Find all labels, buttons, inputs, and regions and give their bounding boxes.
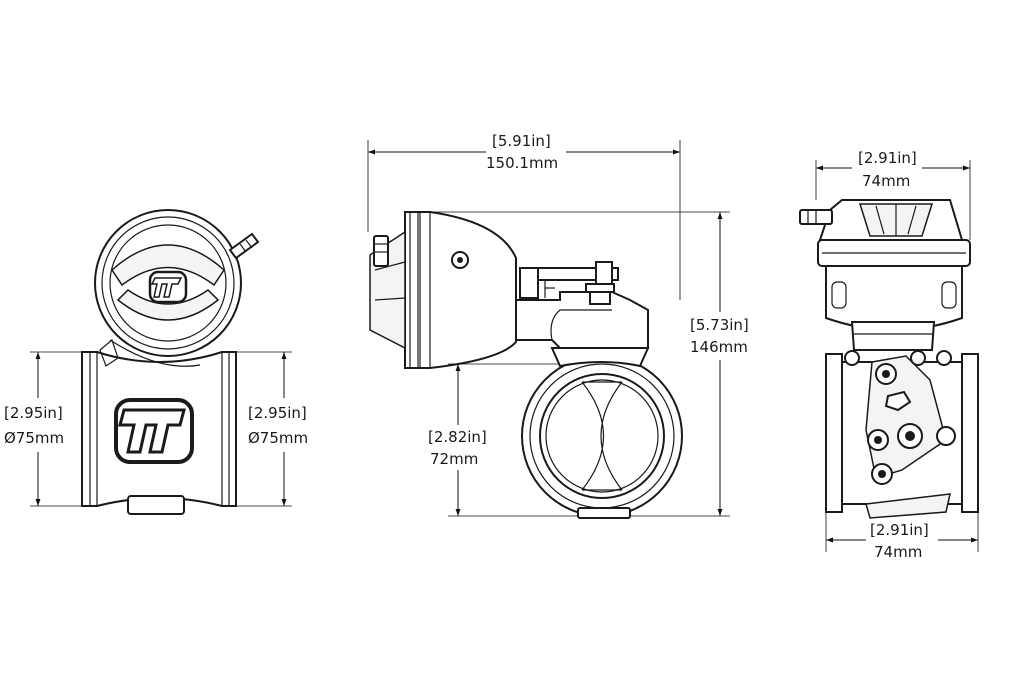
right-bottom-dim-in: [2.91in] <box>870 521 929 539</box>
left-right-dim-in: [2.95in] <box>248 404 307 422</box>
right-pipe-body <box>825 353 843 513</box>
mid-center-dim-mm: 72mm <box>430 450 478 468</box>
mid-width-dim-mm: 150.1mm <box>486 154 558 172</box>
left-pipe-logo <box>114 398 194 464</box>
right-top-dim-mm: 74mm <box>862 172 910 190</box>
left-left-dim-mm: Ø75mm <box>4 429 64 447</box>
left-vacuum-nipple <box>228 232 260 260</box>
right-top-dim-in: [2.91in] <box>858 149 917 167</box>
right-bottom-plate <box>865 493 951 519</box>
middle-view: [5.91in] 150.1mm [5.73in] 146mm [2.82in]… <box>367 132 749 519</box>
mid-height-dim-mm: 146mm <box>690 338 748 356</box>
mid-throttle-disc <box>581 381 623 491</box>
mid-actuator-body <box>404 211 517 369</box>
left-left-dim-in: [2.95in] <box>4 404 63 422</box>
mid-height-dim-in: [5.73in] <box>690 316 749 334</box>
mid-center-dim-in: [2.82in] <box>428 428 487 446</box>
left-view: [2.95in] Ø75mm [2.95in] Ø75mm <box>4 209 308 515</box>
left-bottom-boss <box>127 495 185 515</box>
right-view: [2.91in] 74mm [2.91in] 74mm <box>799 149 979 561</box>
mid-width-dim-in: [5.91in] <box>492 132 551 150</box>
mid-bottom-boss <box>577 507 631 519</box>
right-bottom-dim-mm: 74mm <box>874 543 922 561</box>
mid-vacuum-nipple <box>373 235 389 267</box>
left-right-dim-mm: Ø75mm <box>248 429 308 447</box>
mid-bracket <box>515 291 649 349</box>
